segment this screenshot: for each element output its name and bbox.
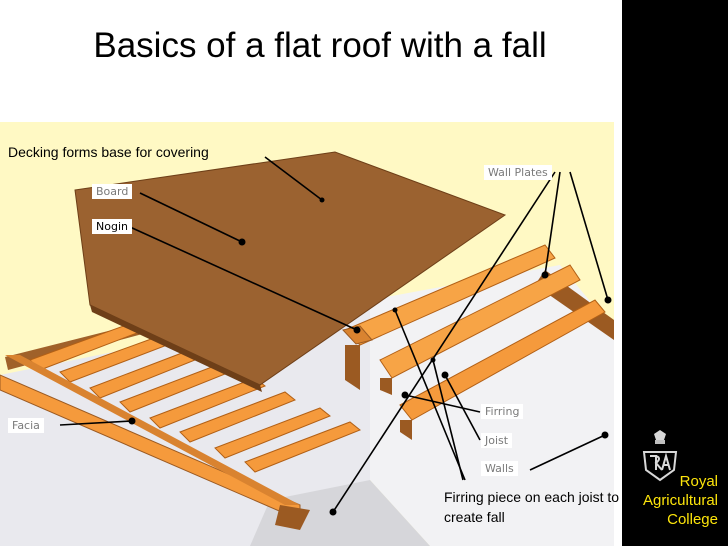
logo-royal: Royal — [679, 473, 718, 490]
college-crest-icon — [642, 430, 678, 482]
decking-edge — [90, 305, 262, 392]
fascia-top — [5, 355, 300, 505]
firring-joists — [344, 244, 606, 440]
nogin-tag: Nogin — [92, 219, 132, 234]
firring-tag: Firring — [481, 404, 524, 419]
decking-label: Decking forms base for covering — [8, 144, 209, 160]
decking-board — [74, 151, 507, 386]
slide-title: Basics of a flat roof with a fall — [93, 26, 547, 65]
fascia-end — [275, 505, 310, 530]
joists — [29, 319, 361, 473]
wall-corner — [250, 480, 430, 546]
nogin-piece — [342, 325, 373, 345]
leader-lines — [59, 156, 609, 513]
logo-agricultural: Agricultural — [642, 492, 718, 509]
facia-tag: Facia — [8, 418, 44, 433]
walls-tag: Walls — [481, 461, 518, 476]
firring-note-label: Firring piece on each joist to create fa… — [444, 489, 620, 525]
roof-diagram — [0, 122, 614, 546]
board-tag: Board — [92, 184, 133, 199]
wall-plates-tag: Wall Plates — [484, 165, 552, 180]
logo-college: College — [667, 511, 718, 528]
joist-tag: Joist — [481, 433, 513, 448]
leader-dots — [128, 197, 612, 516]
